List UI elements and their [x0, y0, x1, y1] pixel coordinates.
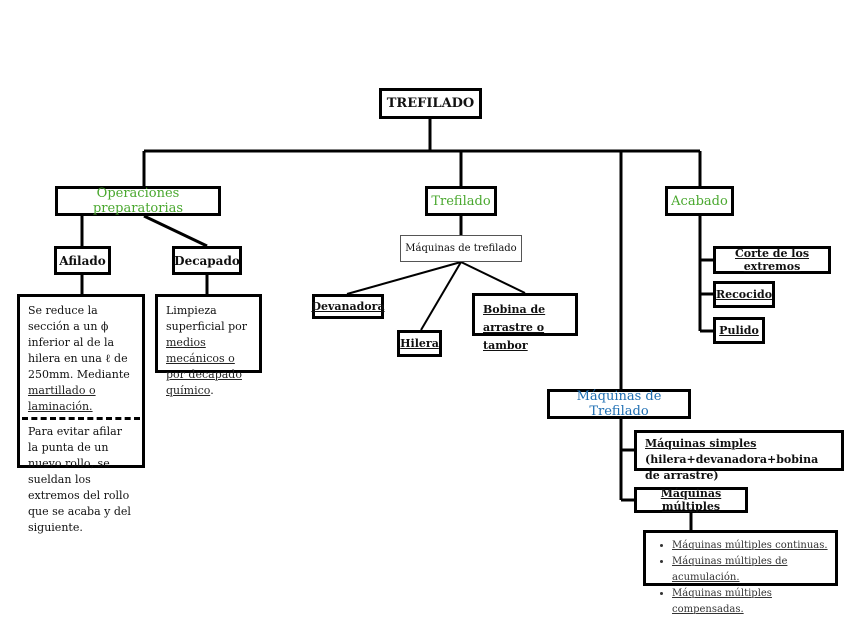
node-recocido: Recocido: [713, 281, 775, 308]
connector-devanadora: [346, 261, 462, 295]
pulido-label: Pulido: [719, 324, 759, 337]
node-maquinas-de-trefilado: Máquinas de trefilado: [400, 235, 522, 262]
afilado-part1-text: Se reduce la sección a un ϕ inferior al …: [28, 304, 130, 381]
afilado-detail-box: Se reduce la sección a un ϕ inferior al …: [17, 294, 145, 534]
node-operaciones-preparatorias: Operaciones preparatorias: [55, 186, 221, 216]
node-pulido: Pulido: [713, 317, 765, 344]
hilera-label: Hilera: [400, 337, 439, 350]
simples-title: Máquinas simples: [645, 437, 757, 450]
node-devanadora: Devanadora: [311, 294, 385, 319]
connector-bobina: [460, 261, 526, 294]
trefilado-label: Trefilado: [431, 193, 491, 209]
decapado-link[interactable]: medios mecánicos o por decapado químico: [166, 336, 242, 397]
maquinas-de-trefilado-label: Máquinas de trefilado: [405, 243, 517, 254]
simples-detail: (hilera+devanadora+bobina de arrastre): [645, 453, 819, 482]
decapado-text-a: Limpieza superficial por: [166, 304, 248, 333]
decapado-label: Decapado: [174, 253, 240, 268]
node-maquinas-trefilado-main: Máquinas de Trefilado: [547, 389, 691, 419]
node-afilado: Afilado: [54, 246, 111, 275]
multiples-item-continuas[interactable]: Máquinas múltiples continuas.: [672, 540, 828, 551]
node-trefilado: Trefilado: [425, 186, 497, 216]
afilado-detail-part2: Para evitar afilar la punta de un nuevo …: [28, 425, 131, 534]
connector-lines: [80, 118, 713, 530]
connector-to-decapado: [143, 214, 208, 248]
operaciones-label: Operaciones preparatorias: [92, 186, 184, 216]
root-node: TREFILADO: [379, 88, 482, 119]
list-item: Máquinas múltiples continuas.: [672, 538, 831, 554]
acabado-label: Acabado: [671, 193, 728, 209]
list-item: Máquinas múltiples de acumulación.: [672, 554, 831, 586]
node-maquinas-simples: Máquinas simples (hilera+devanadora+bobi…: [634, 430, 844, 482]
node-corte-extremos: Corte de los extremos: [713, 246, 831, 274]
afilado-part1-link[interactable]: martillado o laminación.: [28, 384, 96, 413]
node-maquinas-multiples: Máquinas múltiples: [634, 487, 748, 513]
maquinas-main-label: Máquinas de Trefilado: [576, 389, 662, 419]
decapado-detail-text: Limpieza superficial por medios mecánico…: [166, 303, 251, 399]
recocido-label: Recocido: [715, 288, 773, 301]
node-bobina-de-arrastre: Bobina de arrastre o tambor: [472, 293, 578, 352]
multiples-list: Máquinas múltiples continuas. Máquinas m…: [650, 538, 831, 618]
node-decapado: Decapado: [172, 246, 242, 275]
list-item: Máquinas múltiples compensadas.: [672, 586, 831, 618]
multiples-title: Máquinas múltiples: [660, 487, 722, 513]
bobina-label: Bobina de arrastre o tambor: [483, 303, 546, 352]
decapado-detail-box: Limpieza superficial por medios mecánico…: [155, 294, 262, 397]
node-hilera: Hilera: [397, 330, 442, 357]
node-acabado: Acabado: [665, 186, 734, 216]
corte-label: Corte de los extremos: [734, 247, 810, 273]
dashed-divider: [22, 417, 140, 420]
multiples-item-acumulacion[interactable]: Máquinas múltiples de acumulación.: [672, 556, 788, 583]
multiples-item-compensadas[interactable]: Máquinas múltiples compensadas.: [672, 588, 772, 615]
decapado-text-b: .: [210, 384, 214, 397]
afilado-label: Afilado: [59, 253, 106, 268]
root-label: TREFILADO: [386, 96, 475, 111]
multiples-list-box: Máquinas múltiples continuas. Máquinas m…: [643, 530, 838, 615]
connector-hilera: [420, 261, 462, 331]
devanadora-label: Devanadora: [311, 300, 385, 313]
afilado-detail-part1: Se reduce la sección a un ϕ inferior al …: [28, 303, 134, 415]
